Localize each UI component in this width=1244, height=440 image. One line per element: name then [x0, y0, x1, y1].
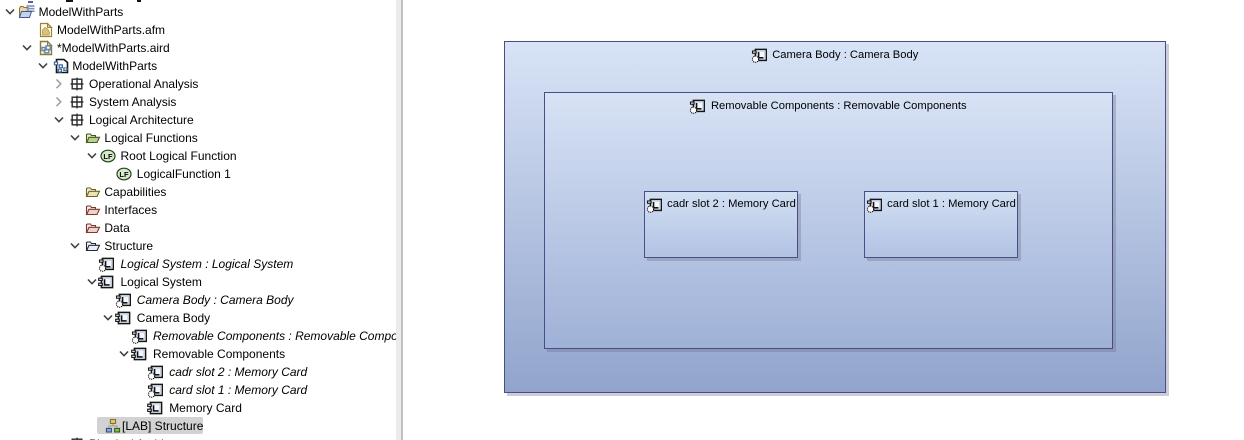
svg-text:LF: LF — [103, 151, 113, 160]
svg-text:LF: LF — [120, 169, 130, 178]
